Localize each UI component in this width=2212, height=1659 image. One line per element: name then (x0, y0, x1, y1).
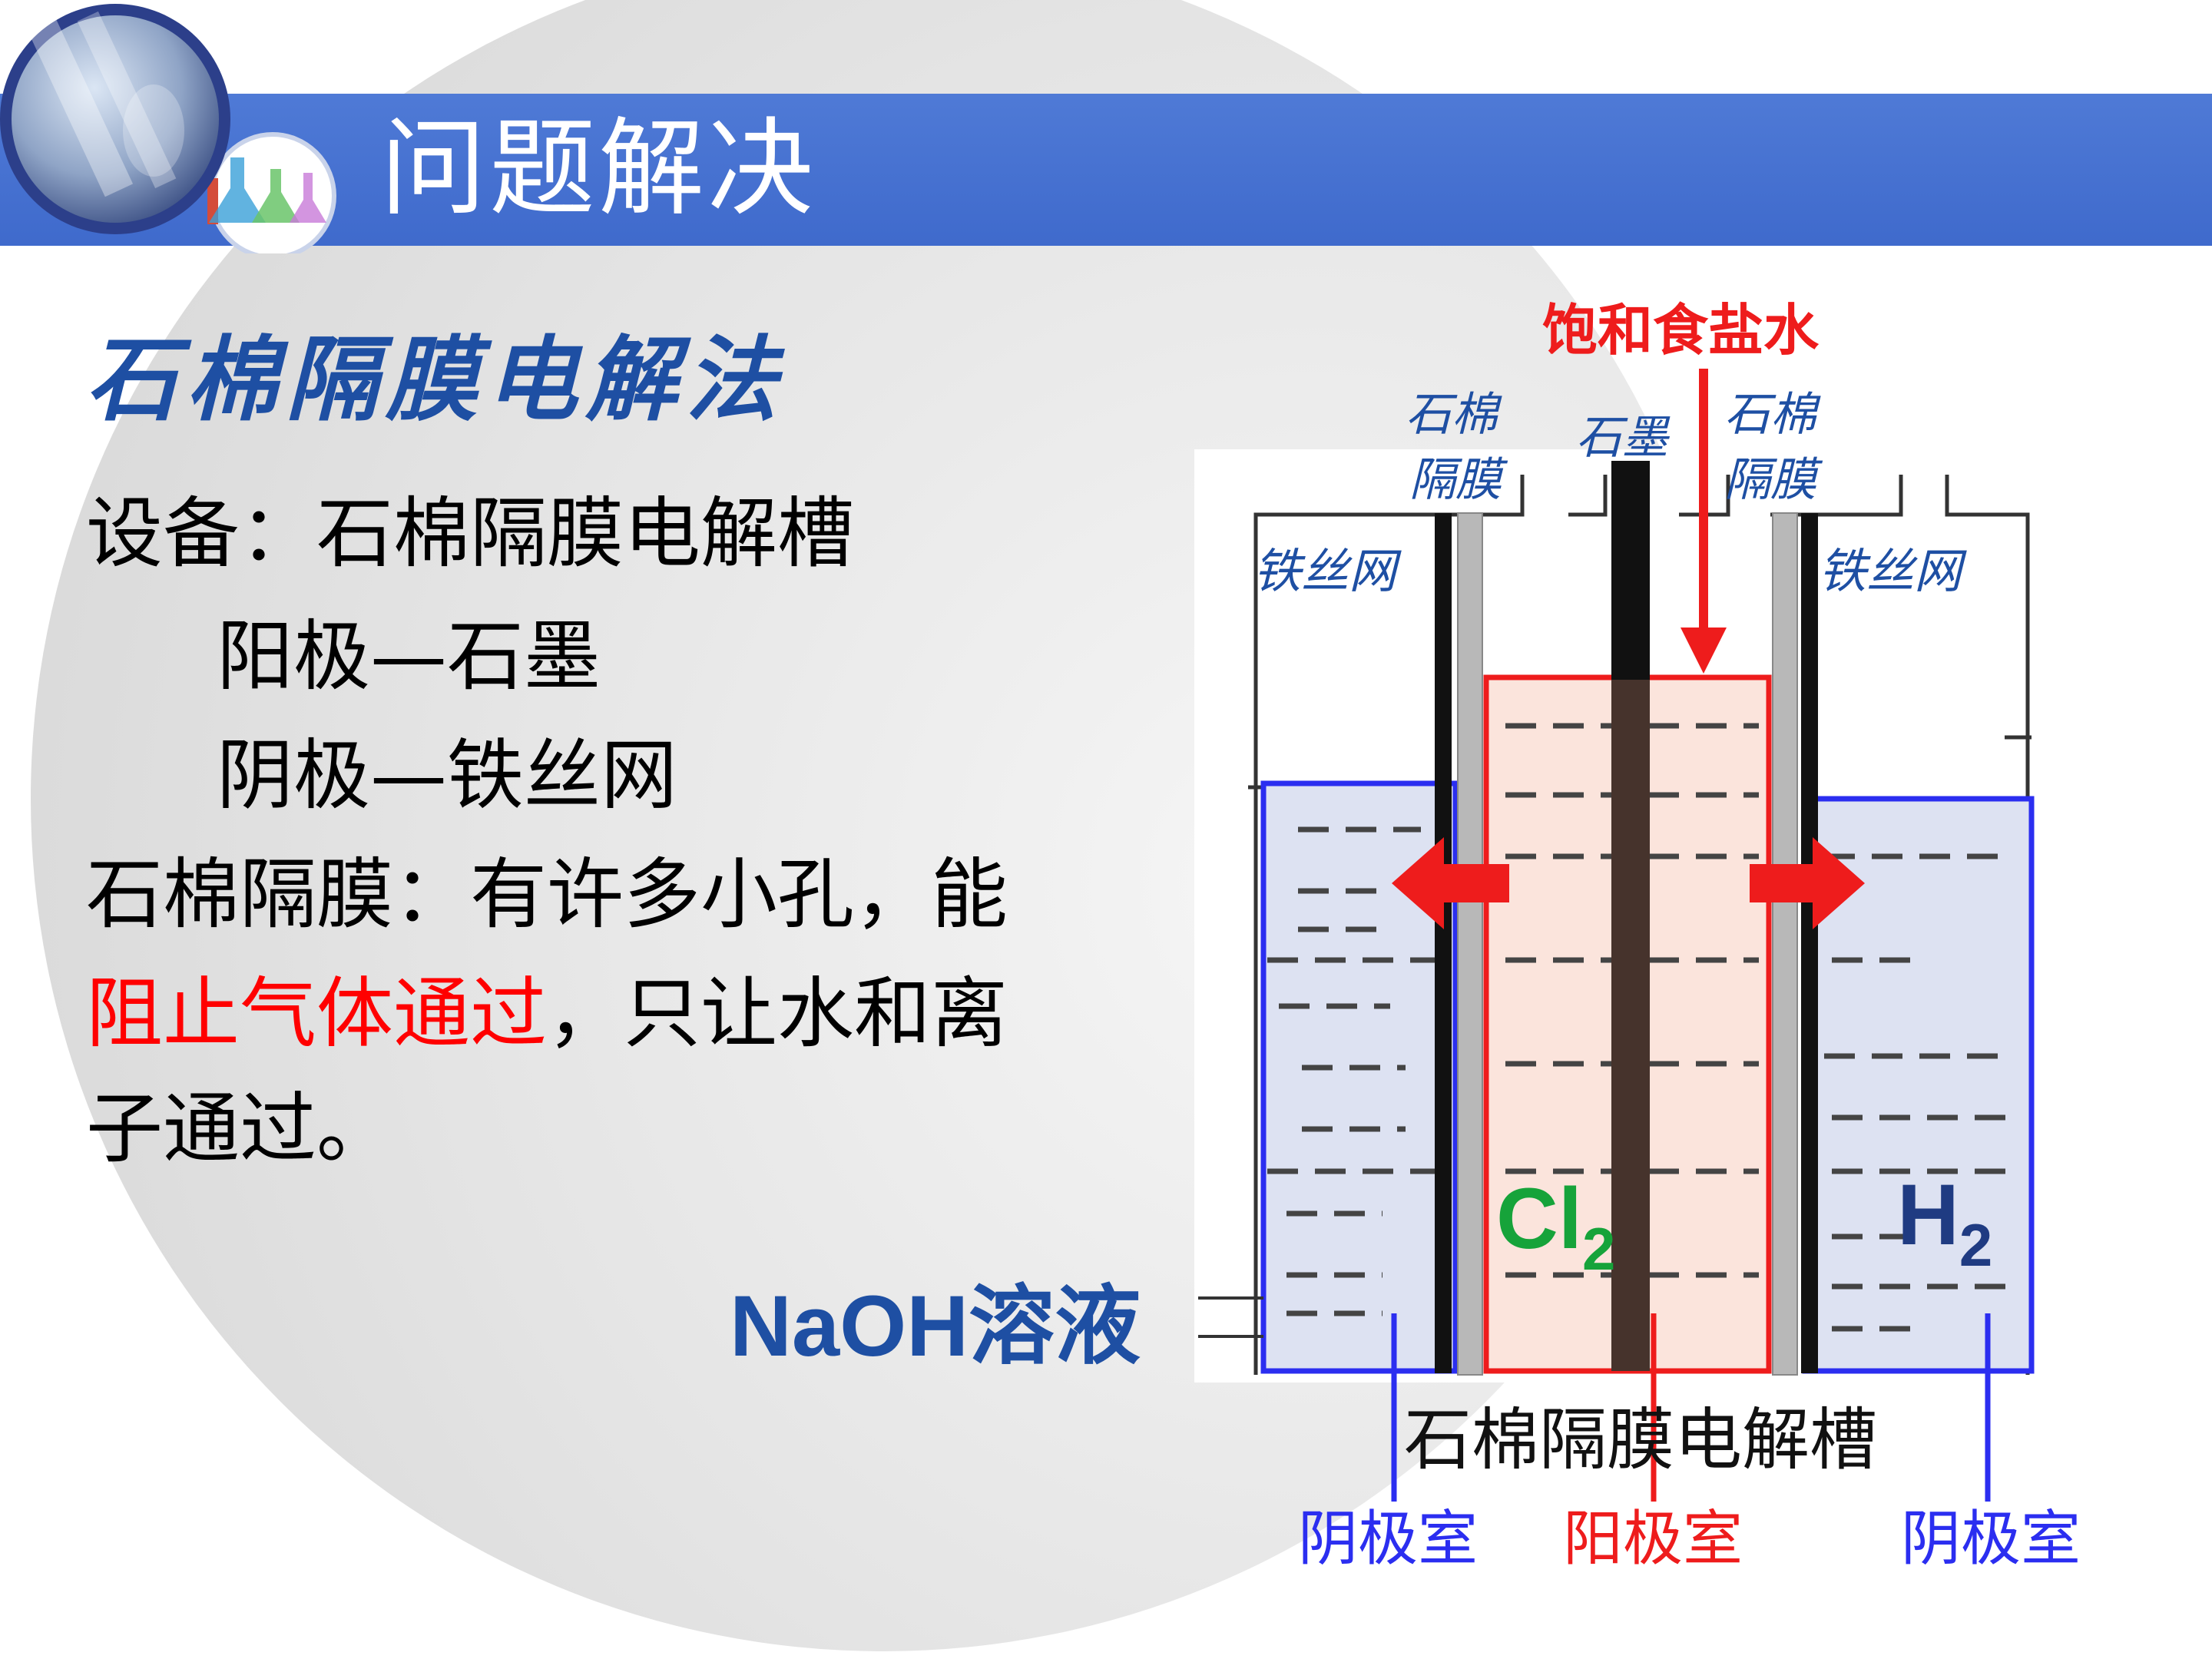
right-asbestos-membrane (1772, 512, 1798, 1376)
membrane-rest-text: ，只让水和离 (547, 969, 1008, 1058)
right-cathode-label: 阴极室 (1901, 1505, 2081, 1572)
cathode-line: 阴极—铁丝网 (217, 730, 677, 820)
left-membrane-label-1: 石棉 (1406, 388, 1502, 442)
graphite-electrode (1611, 461, 1650, 680)
anode-chamber-label: 阳极室 (1563, 1505, 1743, 1572)
left-mesh-label: 铁丝网 (1253, 543, 1402, 599)
glassware-logo-icon (0, 2, 336, 253)
membrane-line-2: 阻止气体通过，只让水和离 (86, 956, 1008, 1071)
chlorine-label: Cl2 (1496, 1171, 1615, 1283)
right-membrane-label-2: 隔膜 (1724, 453, 1823, 507)
left-membrane-label-2: 隔膜 (1409, 453, 1508, 507)
left-iron-mesh (1435, 513, 1452, 1373)
cell-name-label: 石棉隔膜电解槽 (1404, 1402, 1877, 1478)
graphite-electrode-submerged (1611, 680, 1650, 1371)
right-flow-arrow (1750, 837, 1865, 929)
membrane-line-3: 子通过。 (86, 1084, 393, 1174)
anode-line: 阳极—石墨 (217, 611, 601, 701)
right-membrane-label-1: 石棉 (1724, 388, 1821, 442)
chamber-leaders (1391, 1313, 1991, 1502)
naoh-label: NaOH溶液 (730, 1278, 1141, 1374)
title-bar (0, 94, 2212, 246)
equipment-line: 设备：石棉隔膜电解槽 (86, 488, 854, 578)
hydrogen-label: H2 (1897, 1167, 1992, 1279)
right-mesh-label: 铁丝网 (1819, 543, 1967, 599)
highlight-text: 阻止气体通过 (86, 969, 547, 1058)
membrane-line-1: 石棉隔膜：有许多小孔，能 (86, 849, 1008, 939)
graphite-label: 石墨 (1576, 411, 1671, 465)
left-asbestos-membrane (1457, 512, 1483, 1376)
liquid-lines (1267, 723, 2008, 1332)
method-heading: 石棉隔膜电解法 (86, 326, 785, 434)
naoh-leader (1198, 1296, 1263, 1338)
inlet-label: 饱和食盐水 (1542, 300, 1820, 362)
slide-title: 问题解决 (380, 107, 817, 230)
left-cathode-label: 阴极室 (1298, 1505, 1478, 1572)
right-iron-mesh (1801, 513, 1818, 1373)
left-flow-arrow (1392, 837, 1509, 929)
